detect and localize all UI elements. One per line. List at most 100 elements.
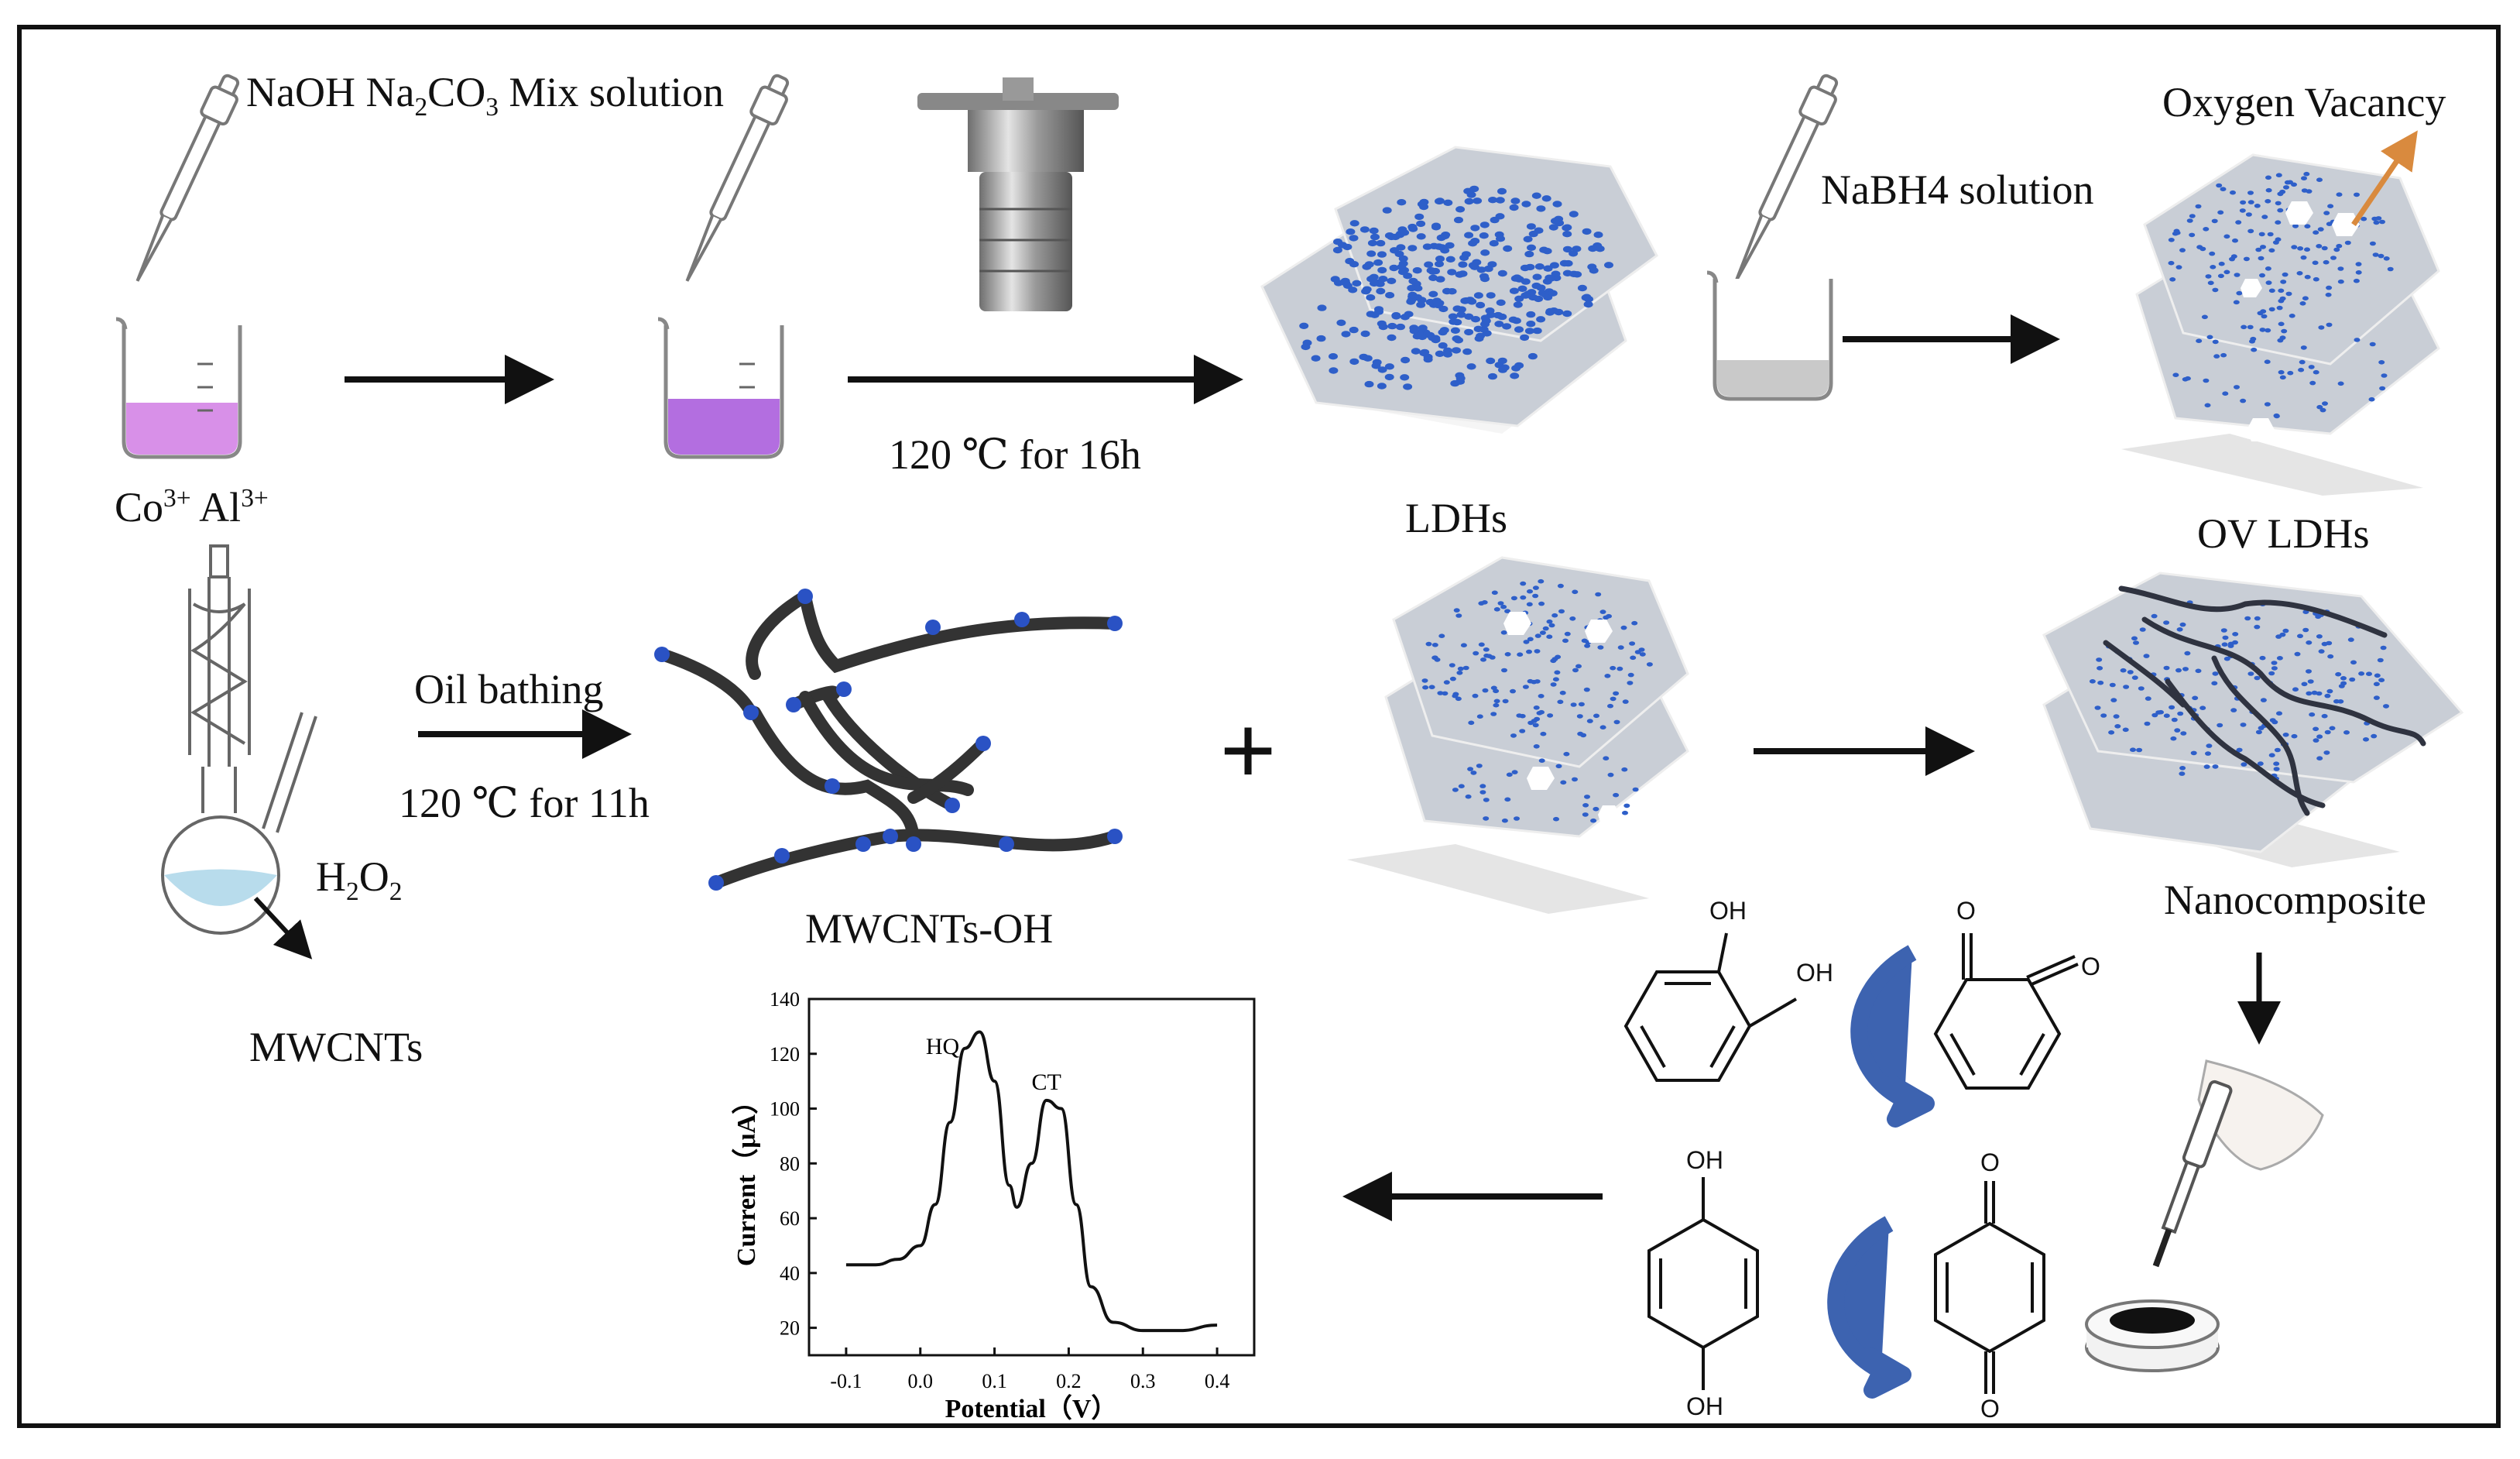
- ldh-dot: [2349, 677, 2356, 682]
- quinone-o-top: O: [1956, 897, 1976, 925]
- ldh-dot: [2109, 682, 2116, 688]
- ldh-dot: [2212, 339, 2219, 345]
- ldh-dot: [1445, 256, 1455, 263]
- ldh-dot: [2312, 260, 2319, 266]
- ldh-dot: [1384, 232, 1394, 239]
- ldh-dot: [2218, 261, 2225, 266]
- ldh-dot: [1590, 818, 1597, 823]
- ldh-dot: [2233, 300, 2240, 305]
- chart-ytick-label: 60: [780, 1207, 800, 1230]
- ldh-dot: [1526, 649, 1532, 654]
- ldh-dot: [1447, 288, 1457, 295]
- ldh-dot: [1369, 227, 1379, 235]
- ldh-dot: [1336, 319, 1346, 326]
- ldh-dot: [2369, 342, 2376, 347]
- ldh-dot: [2300, 255, 2307, 260]
- catechol-structure: [1623, 932, 1798, 1082]
- ldh-dot: [2371, 216, 2378, 221]
- ldh-dot: [1487, 261, 1497, 268]
- ldh-dot: [2217, 273, 2224, 279]
- ldh-dot: [1526, 223, 1536, 230]
- ldh-dot: [1378, 276, 1388, 283]
- ldh-dot: [1425, 641, 1432, 647]
- ldh-dot: [1333, 239, 1342, 245]
- ldh-dot: [2258, 232, 2265, 237]
- ldh-dot: [1462, 665, 1469, 671]
- ldh-dot: [2163, 713, 2170, 718]
- ldh-dot: [2120, 668, 2127, 673]
- ldh-dot: [1397, 226, 1407, 233]
- ldh-dot: [1416, 301, 1426, 308]
- ldh-dot: [1443, 351, 1452, 358]
- ldh-dot: [2236, 290, 2243, 296]
- ldh-dot: [2374, 673, 2381, 678]
- ldh-dot: [2143, 654, 2150, 658]
- pq-o-top: O: [1980, 1148, 2000, 1176]
- ldh-dot: [2361, 216, 2367, 221]
- plus-sign: +: [1219, 695, 1277, 807]
- ldh-dot: [2278, 369, 2285, 375]
- ldh-dot: [1617, 645, 1624, 650]
- ldh-dot: [1527, 244, 1536, 251]
- ldh-dot: [1429, 242, 1439, 249]
- ldh-dot: [2327, 204, 2334, 209]
- ldh-dot: [2100, 713, 2107, 718]
- ldh-dot: [1464, 197, 1474, 205]
- ldh-dot: [1521, 278, 1531, 285]
- ldh-dot: [2323, 750, 2330, 755]
- ldh-dot: [1359, 226, 1370, 233]
- ldh-dot: [2318, 325, 2325, 330]
- ldh-dot: [1406, 298, 1416, 305]
- ldh-dot: [2313, 726, 2319, 732]
- chart-annotation: CT: [1031, 1069, 1061, 1095]
- ldh-dot: [1488, 197, 1498, 204]
- ldh-dot: [1435, 276, 1445, 283]
- chart-plot-area: [807, 997, 1256, 1357]
- ldh-dot: [2337, 699, 2344, 704]
- ldh-dot: [2282, 272, 2289, 277]
- ldh-dot: [1546, 634, 1553, 639]
- ldh-dot: [2278, 298, 2285, 304]
- ldh-dot: [2371, 733, 2378, 739]
- ldh-dot: [2366, 671, 2372, 676]
- ldh-dot: [1504, 797, 1511, 802]
- ldh-dot: [1510, 596, 1517, 601]
- ldh-dot: [2151, 613, 2158, 619]
- ldh-dot: [2301, 176, 2307, 180]
- ldh-dot: [2277, 208, 2284, 213]
- ldh-dot: [1532, 273, 1542, 280]
- ldh-dot: [2350, 660, 2357, 665]
- ldh-dot: [2304, 247, 2310, 252]
- ldh-dot: [1520, 334, 1530, 342]
- chart-xtick-label: -0.1: [830, 1370, 862, 1392]
- ldh-dot: [1632, 787, 1639, 792]
- ldh-dot: [2294, 651, 2301, 657]
- ldh-dot: [1532, 327, 1542, 335]
- ldh-dot: [2298, 367, 2305, 372]
- ldh-dot: [1387, 322, 1397, 330]
- ldh-dot: [2347, 637, 2354, 642]
- ldh-dot: [1562, 224, 1572, 231]
- ldh-dot: [1438, 633, 1445, 638]
- ldh-dot: [2172, 372, 2179, 378]
- ldh-dot: [2292, 687, 2299, 692]
- ldh-dot: [1526, 311, 1536, 318]
- ldh-dot: [1550, 682, 1557, 687]
- ldh-dot: [1531, 719, 1538, 723]
- ldh-dot: [1583, 687, 1590, 692]
- ldh-dot: [1479, 221, 1490, 228]
- ldh-dot: [2325, 292, 2332, 297]
- ldh-dot: [2277, 191, 2284, 197]
- ldh-dot: [2319, 407, 2326, 413]
- ldh-dot: [1476, 764, 1483, 768]
- ldh-dot: [1478, 642, 1485, 647]
- ldh-dot: [2336, 192, 2343, 197]
- ldh-dot: [1538, 694, 1545, 699]
- ldh-dot: [2329, 726, 2336, 731]
- ldh-dot: [1490, 712, 1497, 716]
- ldh-dot: [1610, 665, 1617, 671]
- ldh-dot: [1627, 672, 1634, 678]
- ldh-dot: [1503, 245, 1513, 252]
- ldh-dot: [1572, 245, 1582, 252]
- ldh-dot: [2258, 256, 2265, 261]
